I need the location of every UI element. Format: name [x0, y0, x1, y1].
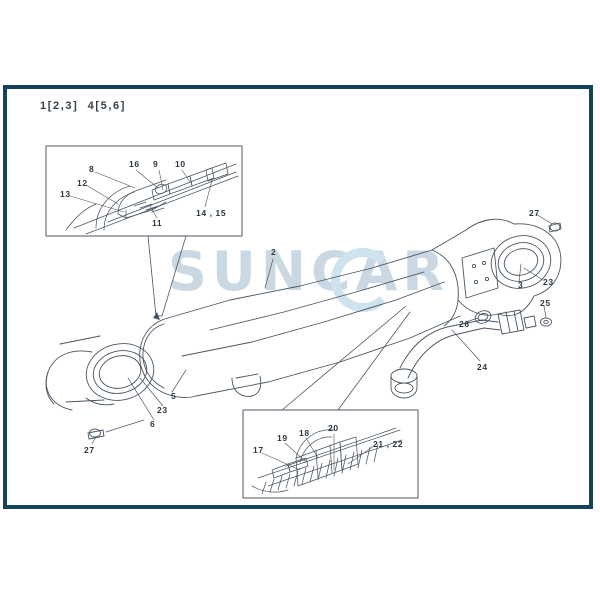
callout-top-12: 12	[77, 178, 88, 188]
callout-bottom-20: 20	[328, 423, 339, 433]
callout-main-24: 24	[477, 362, 488, 372]
inset-top-leaders	[69, 169, 213, 219]
piston-rod	[59, 335, 105, 403]
callout-main-27-left: 27	[84, 445, 95, 455]
callout-bottom-18: 18	[299, 428, 310, 438]
callout-main-23-right: 23	[543, 277, 554, 287]
callout-main-26: 26	[459, 319, 470, 329]
cylinder-gland-left	[45, 317, 197, 411]
inset-bottom-connector	[281, 305, 411, 411]
callout-main-3: 3	[518, 280, 524, 290]
grease-fitting-27-right	[548, 222, 562, 233]
inset-top-connector	[147, 235, 187, 320]
callout-top-16: 16	[129, 159, 140, 169]
callout-main-5: 5	[171, 391, 177, 401]
callout-main-23-left: 23	[157, 405, 168, 415]
callout-top-13: 13	[60, 189, 71, 199]
inset-top-frame	[45, 145, 243, 237]
callout-main-25: 25	[540, 298, 551, 308]
callout-bottom-17: 17	[253, 445, 264, 455]
callout-top-8: 8	[89, 164, 95, 174]
callout-bottom-19: 19	[277, 433, 288, 443]
callout-top-14-15: 14 , 15	[196, 208, 227, 218]
callout-bottom-21-22: 21 , 22	[373, 439, 404, 449]
o-ring-26	[474, 310, 492, 324]
grease-fitting-27-left	[87, 428, 105, 440]
cylinder-barrel	[167, 229, 467, 397]
inset-top-drawing	[65, 162, 239, 235]
hose-fitting	[497, 309, 537, 335]
cylinder-head-right	[457, 218, 562, 317]
callout-top-9: 9	[153, 159, 159, 169]
hose-end-socket	[390, 368, 418, 399]
callout-top-11: 11	[152, 218, 163, 228]
main-leader-lines	[91, 213, 553, 445]
callout-main-2: 2	[271, 247, 277, 257]
part-code-label: 1[2,3] 4[5,6]	[40, 100, 126, 112]
port-block	[461, 247, 499, 299]
washer-25	[540, 317, 552, 327]
barrel-mount-lug	[231, 373, 262, 397]
callout-main-6: 6	[150, 419, 156, 429]
hydraulic-hose	[399, 319, 501, 379]
inset-bottom-leaders	[261, 433, 375, 471]
callout-main-27-right: 27	[529, 208, 540, 218]
callout-top-10: 10	[175, 159, 186, 169]
